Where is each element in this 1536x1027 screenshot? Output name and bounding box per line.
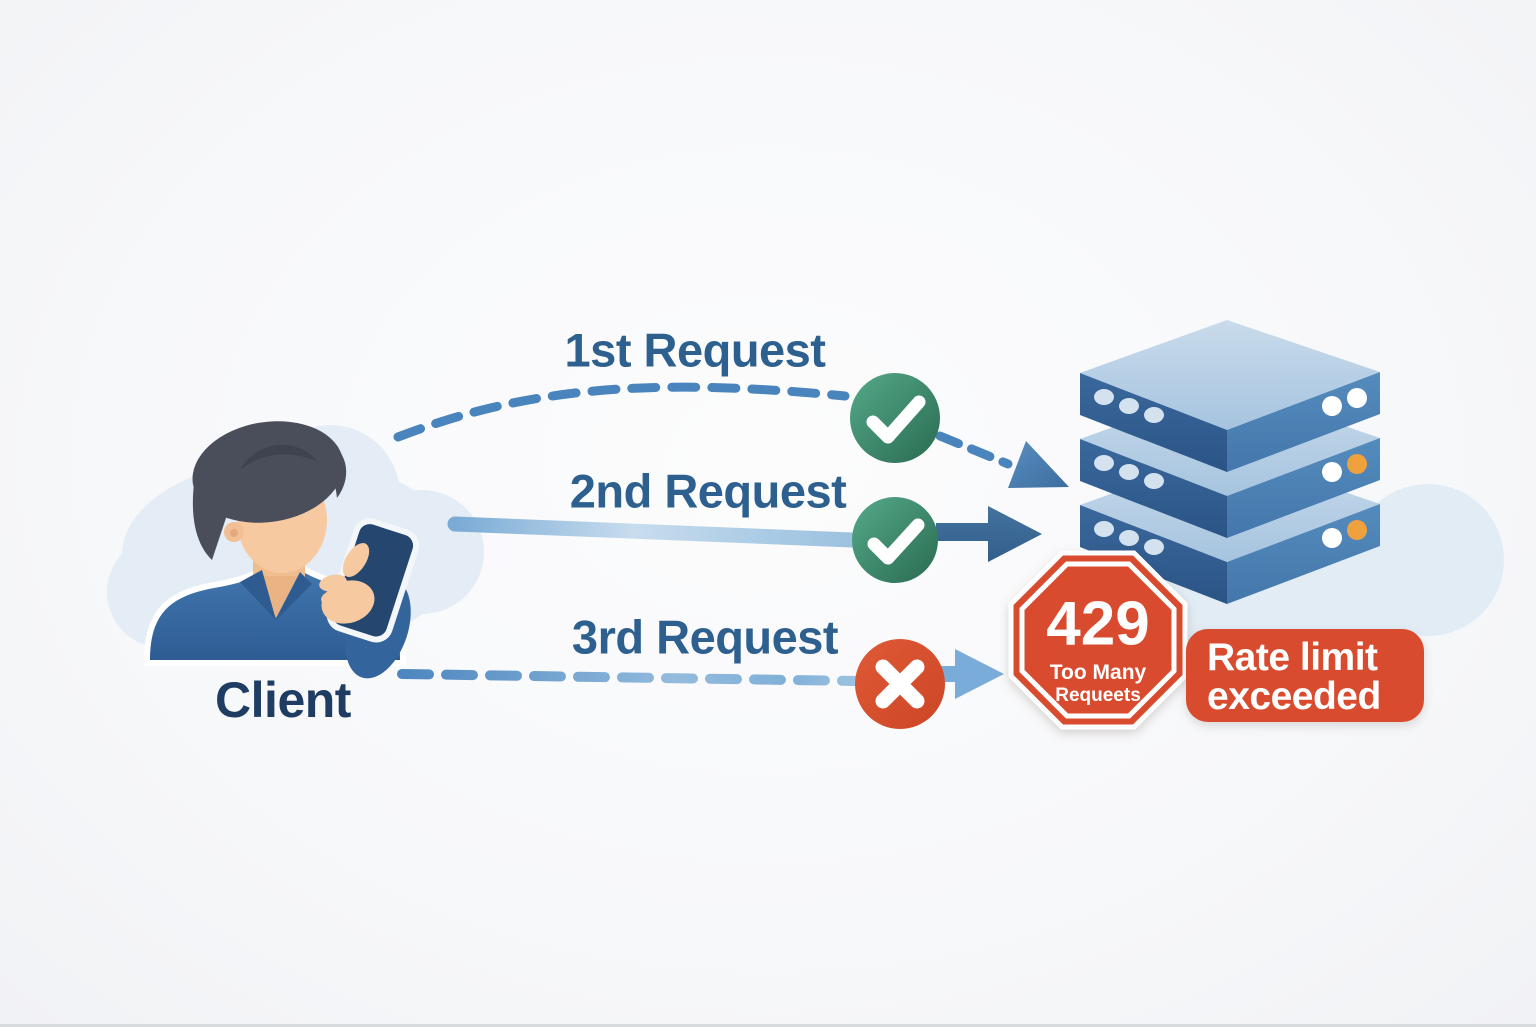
client-avatar bbox=[143, 421, 420, 679]
stop-sign-line-2: Requeets bbox=[1055, 685, 1141, 706]
badge-line-2: exceeded bbox=[1207, 675, 1381, 718]
request-1-label: 1st Request bbox=[564, 323, 826, 377]
status-code-429: 429 bbox=[1046, 589, 1150, 659]
stop-sign-octagon bbox=[1008, 550, 1188, 730]
request-line-2 bbox=[447, 516, 860, 548]
server-layer bbox=[1080, 320, 1380, 472]
client-label: Client bbox=[215, 672, 351, 728]
request-3-label: 3rd Request bbox=[571, 610, 839, 664]
check-icon-2 bbox=[852, 497, 938, 583]
hair bbox=[192, 421, 347, 560]
check-icon-1 bbox=[850, 373, 940, 463]
request-line-3 bbox=[397, 669, 861, 686]
hand bbox=[319, 543, 375, 624]
server-stack bbox=[1080, 320, 1380, 604]
badge-line-1: Rate limit bbox=[1207, 636, 1378, 679]
arrow-icon-into-server bbox=[1008, 441, 1069, 488]
arrow-icon-3 bbox=[940, 649, 1004, 699]
stop-sign-line-1: Too Many bbox=[1049, 661, 1147, 684]
arrow-icon-2 bbox=[936, 506, 1042, 562]
request-line-1 bbox=[393, 382, 1069, 488]
request-2-label: 2nd Request bbox=[569, 464, 847, 518]
x-icon bbox=[855, 639, 945, 729]
rate-limit-badge bbox=[1186, 629, 1424, 722]
head bbox=[192, 421, 347, 573]
